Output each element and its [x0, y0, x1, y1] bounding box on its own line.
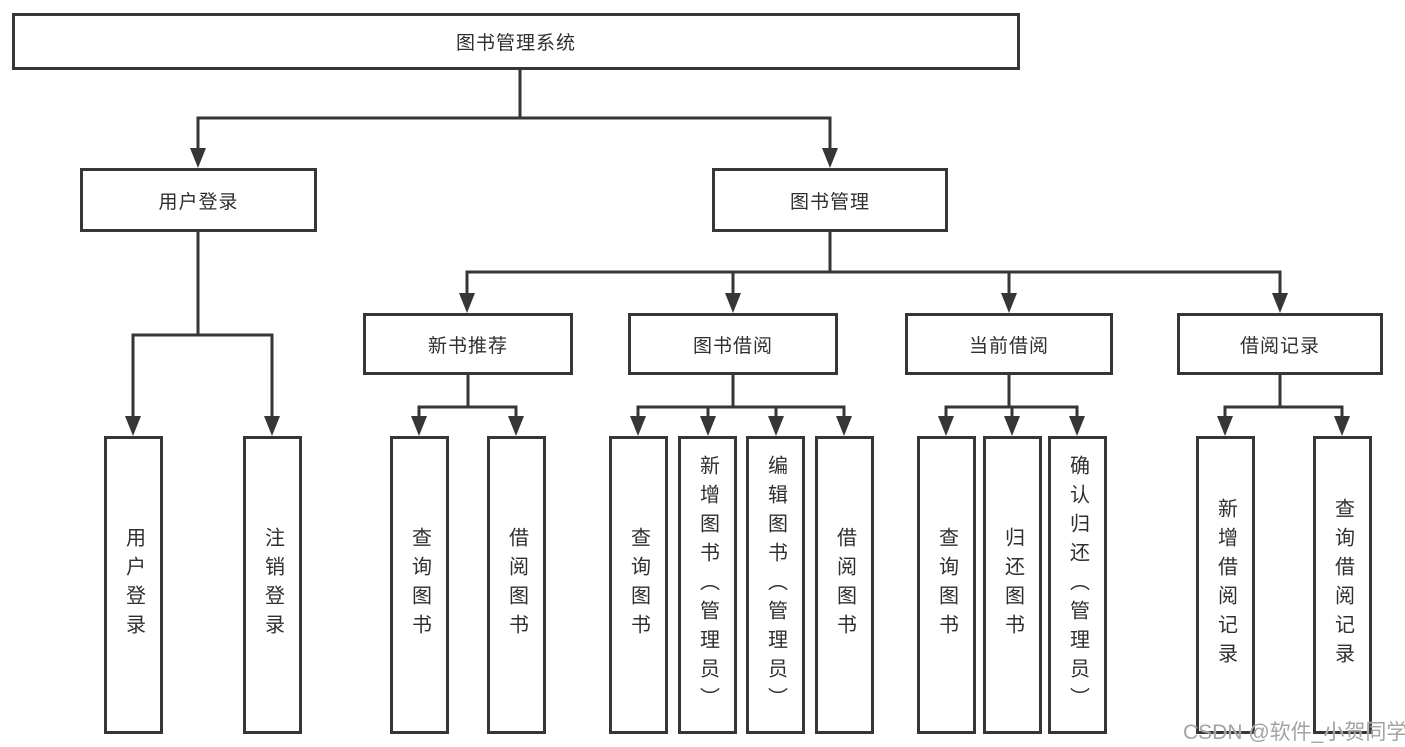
- leaf-user-login-label: 用户登录: [122, 527, 145, 643]
- leaf-query-borrow-record-label: 查询借阅记录: [1331, 498, 1354, 672]
- leaf-edit-books-admin: 编辑图书（管理员）: [746, 436, 805, 734]
- leaf-borrow-books-recommend: 借阅图书: [487, 436, 546, 734]
- leaf-logout-label: 注销登录: [261, 527, 284, 643]
- node-new-book-recommend: 新书推荐: [363, 313, 573, 375]
- node-current-borrow: 当前借阅: [905, 313, 1113, 375]
- node-borrow-records-label: 借阅记录: [1239, 335, 1320, 357]
- leaf-logout: 注销登录: [243, 436, 302, 734]
- node-root: 图书管理系统: [12, 13, 1020, 70]
- csdn-watermark: CSDN @软件_小贺同学: [1183, 721, 1405, 744]
- leaf-return-books: 归还图书: [983, 436, 1042, 734]
- node-book-management: 图书管理: [712, 168, 948, 232]
- node-user-login-label: 用户登录: [158, 191, 239, 213]
- node-book-borrow: 图书借阅: [628, 313, 838, 375]
- node-root-label: 图书管理系统: [455, 33, 576, 54]
- leaf-query-books-current-label: 查询图书: [935, 527, 958, 643]
- arrowheads: [125, 148, 1350, 436]
- node-new-book-recommend-label: 新书推荐: [427, 335, 508, 357]
- leaf-query-books-current: 查询图书: [917, 436, 976, 734]
- leaf-query-books-borrow-label: 查询图书: [627, 527, 650, 643]
- leaf-borrow-books-recommend-label: 借阅图书: [505, 527, 528, 643]
- leaf-borrow-books: 借阅图书: [815, 436, 874, 734]
- leaf-query-books-recommend: 查询图书: [390, 436, 449, 734]
- node-book-management-label: 图书管理: [789, 191, 870, 213]
- node-current-borrow-label: 当前借阅: [968, 335, 1049, 357]
- node-book-borrow-label: 图书借阅: [692, 335, 773, 357]
- node-borrow-records: 借阅记录: [1177, 313, 1383, 375]
- leaf-borrow-books-label: 借阅图书: [833, 527, 856, 643]
- leaf-query-borrow-record: 查询借阅记录: [1313, 436, 1372, 734]
- leaf-add-books-admin: 新增图书（管理员）: [678, 436, 737, 734]
- leaf-add-books-admin-label: 新增图书（管理员）: [696, 454, 719, 716]
- leaf-confirm-return-admin-label: 确认归还（管理员）: [1066, 454, 1089, 716]
- node-user-login: 用户登录: [80, 168, 317, 232]
- leaf-query-books-recommend-label: 查询图书: [408, 527, 431, 643]
- leaf-add-borrow-record-label: 新增借阅记录: [1214, 498, 1237, 672]
- leaf-return-books-label: 归还图书: [1001, 527, 1024, 643]
- leaf-edit-books-admin-label: 编辑图书（管理员）: [764, 454, 787, 716]
- leaf-add-borrow-record: 新增借阅记录: [1196, 436, 1255, 734]
- leaf-confirm-return-admin: 确认归还（管理员）: [1048, 436, 1107, 734]
- leaf-query-books-borrow: 查询图书: [609, 436, 668, 734]
- leaf-user-login: 用户登录: [104, 436, 163, 734]
